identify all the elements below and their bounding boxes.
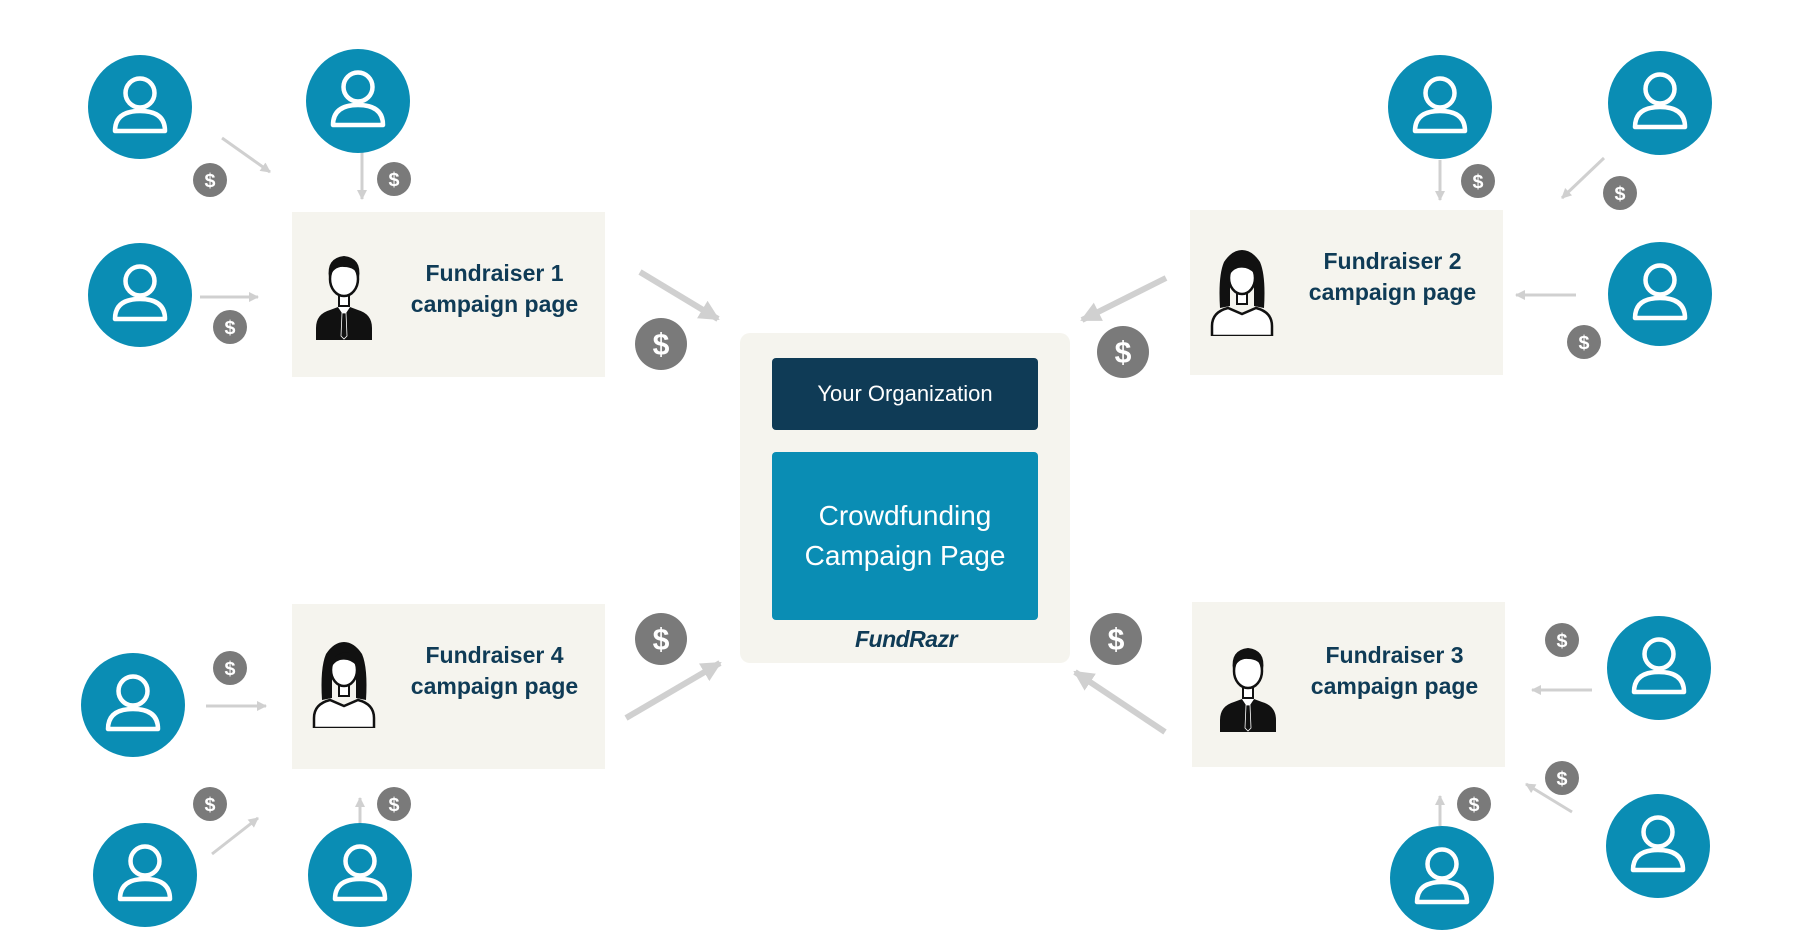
dollar-coin-icon (635, 613, 687, 665)
dollar-coin-icon (213, 651, 247, 685)
fundraiser-3-card: Fundraiser 3 campaign page (1192, 602, 1505, 767)
fundraiser-4-label: Fundraiser 4 campaign page (402, 640, 587, 702)
organization-label: Your Organization (817, 381, 993, 406)
fundrazr-logo: FundRazr (854, 626, 958, 652)
fundraiser-2-label: Fundraiser 2 campaign page (1300, 246, 1485, 308)
dollar-coin-icon (377, 162, 411, 196)
campaign-page-box: Crowdfunding Campaign Page (772, 452, 1038, 620)
arrow-icon (1080, 275, 1168, 323)
arrow-icon (211, 816, 259, 856)
arrow-icon (624, 660, 722, 721)
dollar-coin-icon (1457, 787, 1491, 821)
fundraiser-3-page: campaign page (1310, 673, 1479, 699)
person-icon (88, 243, 192, 347)
dollar-coin-icon (1461, 164, 1495, 198)
fundraiser-4-name: Fundraiser 4 (425, 642, 564, 668)
fundraiser-3-name: Fundraiser 3 (1325, 642, 1464, 668)
fundraiser-4-page: campaign page (410, 673, 579, 699)
person-icon (1608, 242, 1712, 346)
fundraiser-3-label: Fundraiser 3 campaign page (1302, 640, 1487, 702)
dollar-coin-icon (1567, 325, 1601, 359)
dollar-coin-icon (193, 787, 227, 821)
dollar-coin-icon (1545, 623, 1579, 657)
male-fundraiser-icon (1216, 642, 1280, 732)
dollar-coin-icon (1097, 326, 1149, 378)
person-icon (93, 823, 197, 927)
fundraiser-4-card: Fundraiser 4 campaign page (292, 604, 605, 769)
fundraiser-1-name: Fundraiser 1 (425, 260, 564, 286)
arrow-icon (1560, 156, 1606, 200)
dollar-coin-icon (1603, 176, 1637, 210)
arrow-icon (638, 269, 720, 322)
campaign-page-label: Crowdfunding Campaign Page (804, 500, 1006, 571)
fundraiser-2-card: Fundraiser 2 campaign page (1190, 210, 1503, 375)
person-icon (1388, 55, 1492, 159)
person-icon (308, 823, 412, 927)
arrow-icon (1525, 782, 1573, 814)
person-icon (1608, 51, 1712, 155)
fundraiser-2-page: campaign page (1308, 279, 1477, 305)
dollar-coin-icon (1090, 613, 1142, 665)
person-icon (306, 49, 410, 153)
person-icon (81, 653, 185, 757)
female-fundraiser-icon (312, 638, 376, 728)
dollar-coin-icon (213, 310, 247, 344)
organization-box: Your Organization (772, 358, 1038, 430)
dollar-coin-icon (193, 163, 227, 197)
person-icon (1607, 616, 1711, 720)
dollar-coin-icon (377, 787, 411, 821)
fundraiser-2-name: Fundraiser 2 (1323, 248, 1462, 274)
arrow-icon (221, 136, 271, 174)
donor-arrows (200, 136, 1606, 856)
fundraiser-1-label: Fundraiser 1 campaign page (402, 258, 587, 320)
fundraiser-1-card: Fundraiser 1 campaign page (292, 212, 605, 377)
female-fundraiser-icon (1210, 246, 1274, 336)
person-icon (1606, 794, 1710, 898)
arrow-icon (1073, 669, 1167, 735)
person-icon (88, 55, 192, 159)
fundraiser-1-page: campaign page (410, 291, 579, 317)
dollar-coin-icon (635, 318, 687, 370)
person-icon (1390, 826, 1494, 930)
dollar-coin-icon (1545, 761, 1579, 795)
male-fundraiser-icon (312, 250, 376, 340)
main-flow-arrows (624, 269, 1168, 735)
